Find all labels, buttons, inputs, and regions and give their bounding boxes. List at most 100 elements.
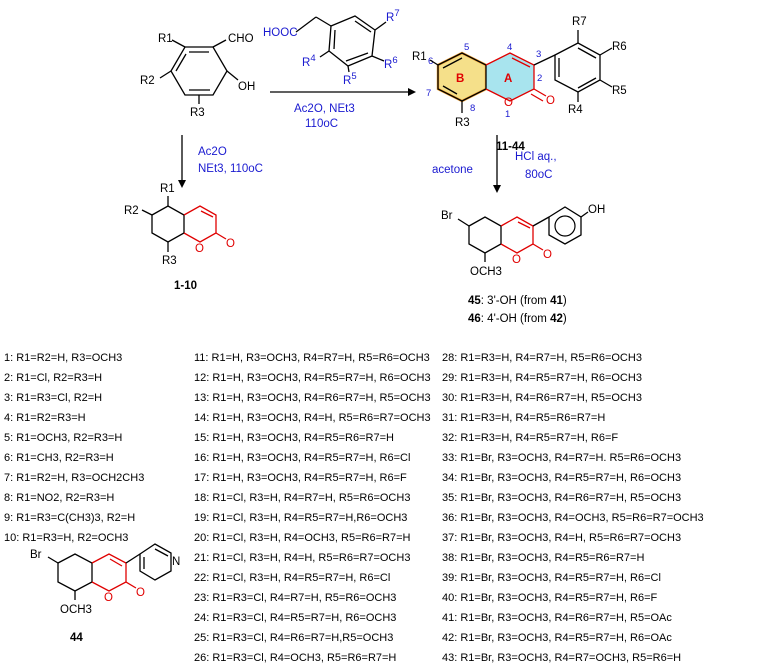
hydroxy-ring-a bbox=[500, 216, 534, 254]
hydroxy-br: Br bbox=[441, 210, 453, 222]
compound-list-entry: 41: R1=Br, R3=OCH3, R4=R6=R7=H, R5=OAc bbox=[442, 612, 672, 624]
simple-ring-o: O bbox=[195, 243, 204, 255]
right-arrow-head bbox=[493, 185, 501, 193]
c44-br: Br bbox=[30, 549, 42, 561]
simple-r1: R1 bbox=[160, 183, 175, 195]
bond-r5 bbox=[347, 65, 350, 73]
c44-carbonyl-o: O bbox=[136, 587, 145, 599]
compound-list-entry: 2: R1=Cl, R2=R3=H bbox=[4, 372, 102, 384]
hydroxy-och3: OCH3 bbox=[470, 266, 502, 278]
compound-list-entry: 3: R1=R3=Cl, R2=H bbox=[4, 392, 102, 404]
bond-hydroxy-aryl bbox=[532, 216, 550, 227]
bond-r5-main bbox=[599, 79, 613, 88]
salicyl-ring bbox=[170, 46, 228, 96]
left-reaction-arrow: Ac2O NEt3, 110oC bbox=[178, 135, 263, 188]
compound-list-entry: 34: R1=Br, R3=OCH3, R4=R5=R7=H, R6=OCH3 bbox=[442, 472, 681, 484]
simple-ring-a-double bbox=[200, 210, 214, 218]
c44-ring-b bbox=[57, 553, 93, 592]
bond-hydroxy-oh bbox=[580, 211, 589, 218]
bond-ch2-ring bbox=[315, 16, 332, 27]
carbonyl-o: O bbox=[546, 95, 555, 107]
c44-ring-a bbox=[91, 553, 127, 592]
compound-list-entry: 25: R1=R3=Cl, R4=R6=R7=H,R5=OCH3 bbox=[194, 632, 393, 644]
bond-r6 bbox=[371, 55, 385, 62]
main-r1: R1 bbox=[412, 51, 427, 63]
main-r4: R4 bbox=[568, 104, 583, 116]
hydroxy-ring-b bbox=[468, 216, 502, 254]
ring-a-label: A bbox=[504, 73, 512, 85]
compound-list-entry: 7: R1=R2=H, R3=OCH2CH3 bbox=[4, 472, 144, 484]
hydroxy-oh: OH bbox=[588, 204, 605, 216]
bond-r7 bbox=[374, 21, 387, 31]
compound-list-entry: 43: R1=Br, R3=OCH3, R4=R7=OCH3, R5=R6=H bbox=[442, 652, 681, 663]
hydroxy-coumarin-structure: O O Br OCH3 OH 45: 3'-OH (from 41) 46: 4… bbox=[441, 204, 605, 325]
compound-list-entry: 22: R1=Cl, R3=H, R4=R5=R7=H, R6=Cl bbox=[194, 572, 390, 584]
cond-right-left: acetone bbox=[432, 164, 473, 176]
bond-oh bbox=[226, 70, 239, 81]
c44-och3: OCH3 bbox=[60, 604, 92, 616]
cond-top-line1: Ac2O, NEt3 bbox=[294, 103, 355, 115]
compound-list-entry: 42: R1=Br, R3=OCH3, R4=R5=R7=H, R6=OAc bbox=[442, 632, 672, 644]
salicyl-cho: CHO bbox=[228, 33, 254, 45]
bond-main-r1 bbox=[429, 59, 439, 66]
cond-top-line2: 110oC bbox=[305, 118, 338, 130]
compound-list-entry: 23: R1=R3=Cl, R4=R7=H, R5=R6=OCH3 bbox=[194, 592, 396, 604]
ring-o1: O bbox=[504, 97, 513, 109]
salicyl-r3: R3 bbox=[190, 107, 205, 119]
simple-ring-a bbox=[183, 205, 217, 243]
bond-r2 bbox=[159, 70, 172, 79]
phenylacetic-acid-reagent: HOOC R7 R6 R5 R4 bbox=[263, 8, 400, 87]
cond-left-line1: Ac2O bbox=[198, 146, 227, 158]
compound-list-entry: 8: R1=NO2, R2=R3=H bbox=[4, 492, 114, 504]
compound-list-entry: 31: R1=R3=H, R4=R5=R6=R7=H bbox=[442, 412, 605, 424]
salicyl-r1: R1 bbox=[158, 33, 173, 45]
compound-list-entry: 30: R1=R3=H, R4=R6=R7=H, R5=OCH3 bbox=[442, 392, 642, 404]
compound-44-label: 44 bbox=[70, 632, 83, 644]
main-r6: R6 bbox=[612, 41, 627, 53]
compound-list-entry: 15: R1=H, R3=OCH3, R4=R5=R6=R7=H bbox=[194, 432, 394, 444]
right-reaction-arrow: acetone HCl aq., 80oC bbox=[432, 135, 557, 193]
compound-list-entry: 35: R1=Br, R3=OCH3, R4=R6=R7=H, R5=OCH3 bbox=[442, 492, 681, 504]
ring-a-double bbox=[511, 57, 531, 68]
compound-list-entry: 38: R1=Br, R3=OCH3, R4=R5=R6=R7=H bbox=[442, 552, 644, 564]
compound-list-entry: 10: R1=R3=H, R2=OCH3 bbox=[4, 532, 128, 544]
salicyl-ring-inner bbox=[175, 51, 210, 91]
salicyl-oh: OH bbox=[238, 81, 255, 93]
note-45: 45: 3'-OH (from 41) bbox=[468, 295, 567, 307]
c44-ring-a-double bbox=[109, 558, 123, 567]
simple-r3: R3 bbox=[162, 255, 177, 267]
compound-list-entry: 13: R1=H, R3=OCH3, R4=R6=R7=H, R5=OCH3 bbox=[194, 392, 431, 404]
bond-ch2 bbox=[295, 16, 317, 33]
bond-simple-r2 bbox=[141, 209, 153, 216]
compound-list-entry: 40: R1=Br, R3=OCH3, R4=R5=R7=H, R6=F bbox=[442, 592, 657, 604]
bond-c44-pyridyl bbox=[125, 553, 141, 564]
main-r5: R5 bbox=[612, 85, 627, 97]
hydroxy-ring-o: O bbox=[512, 254, 521, 266]
compound-list-entry: 5: R1=OCH3, R2=R3=H bbox=[4, 432, 122, 444]
ring-a-highlight bbox=[486, 53, 534, 101]
cond-right-line1: HCl aq., bbox=[515, 151, 557, 163]
hydroxy-aryl-circle bbox=[554, 215, 576, 237]
reagent-r7: R7 bbox=[386, 8, 400, 24]
bond-c44-br bbox=[47, 556, 59, 564]
product-simple-label: 1-10 bbox=[174, 280, 197, 292]
compound-list-entry: 19: R1=Cl, R3=H, R4=R5=R7=H,R6=OCH3 bbox=[194, 512, 407, 524]
hydroxy-aryl-ring bbox=[548, 206, 582, 245]
pos-8: 8 bbox=[470, 103, 475, 114]
compound-list-entry: 18: R1=Cl, R3=H, R4=R7=H, R5=R6=OCH3 bbox=[194, 492, 410, 504]
pos-2: 2 bbox=[537, 73, 542, 84]
compound-list-entry: 36: R1=Br, R3=OCH3, R4=OCH3, R5=R6=R7=OC… bbox=[442, 512, 704, 524]
main-r7: R7 bbox=[572, 16, 587, 28]
simple-carbonyl bbox=[215, 232, 227, 240]
compound-list-entry: 9: R1=R3=C(CH3)3, R2=H bbox=[4, 512, 135, 524]
cond-left-line2: NEt3, 110oC bbox=[198, 163, 263, 175]
ring-b-label: B bbox=[456, 73, 464, 85]
compound-list-entry: 21: R1=Cl, R3=H, R4=H, R5=R6=R7=OCH3 bbox=[194, 552, 410, 564]
pos-4: 4 bbox=[507, 42, 512, 53]
pos-5: 5 bbox=[464, 42, 469, 53]
c44-pyridyl-inner bbox=[143, 548, 169, 569]
compound-list-entry: 4: R1=R2=R3=H bbox=[4, 412, 86, 424]
salicyl-r2: R2 bbox=[140, 75, 155, 87]
